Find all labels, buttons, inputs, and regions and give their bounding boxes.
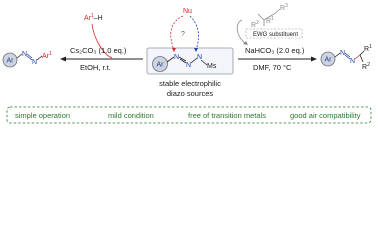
center-reagent-box <box>146 47 234 75</box>
right-condition-base: NaHCO₃ (2.0 eq.) <box>245 46 305 55</box>
right-product-r2: R2 <box>362 62 370 71</box>
left-product-aryl-ring-icon <box>2 52 18 68</box>
feature-item: good air compatibility <box>290 111 361 120</box>
center-caption-line1: stable electrophilic <box>159 79 221 88</box>
left-condition-base: Cs₂CO₃ (1.0 eq.) <box>70 46 127 55</box>
right-product-n1: N <box>340 50 345 57</box>
center-nu: Nu <box>183 8 192 15</box>
right-reagent-arrow <box>236 19 247 45</box>
left-product-ar: Ar <box>7 58 15 65</box>
left-product-n2: N <box>32 59 37 66</box>
right-reagent-r1: R1 <box>266 16 274 25</box>
reaction-scheme: Ar N N N Ms Nu ? stable electrophilic di… <box>2 3 372 124</box>
left-condition-solvent: EtOH, r.t. <box>80 63 111 72</box>
nu-attack-arrow-blue <box>189 15 199 51</box>
right-condition-solvent: DMF, 70 °C <box>253 63 292 72</box>
left-product-ar1: Ar1 <box>42 51 52 60</box>
feature-item: simple operation <box>15 111 70 120</box>
right-reagent-r2: R2 <box>251 20 259 29</box>
left-reagent-arrow <box>91 23 113 59</box>
features-banner: simple operation mild condition free of … <box>6 106 372 124</box>
center-ar-label: Ar <box>157 62 165 69</box>
nu-attack-arrow-red <box>170 15 184 51</box>
right-reaction: R3 R1 R2 EWG substituent NaHCO₃ (2.0 eq.… <box>236 3 372 72</box>
center-caption-line2: diazo sources <box>167 89 214 98</box>
aryl-ring-icon <box>152 56 168 72</box>
right-product-n2: N <box>350 58 355 65</box>
center-n2: N <box>186 62 191 69</box>
left-reagent-ar: Ar1–H <box>84 13 103 22</box>
left-reaction: Ar1–H Cs₂CO₃ (1.0 eq.) EtOH, r.t. Ar N N… <box>2 13 143 72</box>
features-box <box>6 106 372 124</box>
right-product-ar: Ar <box>325 57 333 64</box>
right-reagent-r3: R3 <box>280 3 288 12</box>
right-product-aryl-ring-icon <box>320 51 336 67</box>
right-product-r1: R1 <box>364 44 372 53</box>
ewg-label: EWG substituent <box>253 32 298 38</box>
feature-item: free of transition metals <box>188 111 266 120</box>
left-product-n1: N <box>22 51 27 58</box>
center-question-mark: ? <box>181 31 185 38</box>
center-n3: N <box>197 54 202 61</box>
ewg-box <box>245 28 303 39</box>
center-n1: N <box>174 54 179 61</box>
feature-item: mild condition <box>108 111 154 120</box>
center-ms: Ms <box>207 63 217 70</box>
center-reagent: Ar N N N Ms Nu ? stable electrophilic di… <box>146 8 234 98</box>
